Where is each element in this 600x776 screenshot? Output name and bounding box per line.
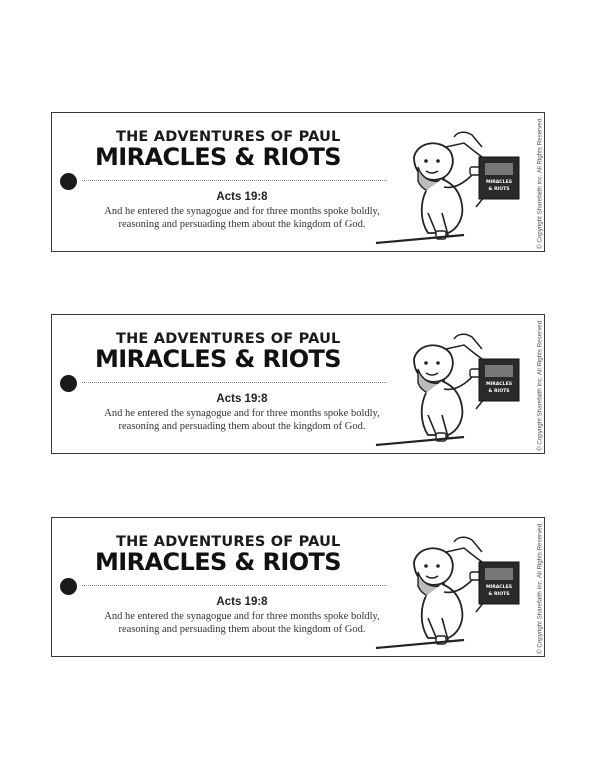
main-title: MIRACLES & RIOTS [95,548,342,576]
punch-hole [60,173,77,190]
svg-text:MIRACLES: MIRACLES [486,381,512,387]
bookmark-card-3: THE ADVENTURES OF PAUL MIRACLES & RIOTS … [51,517,545,657]
series-title: THE ADVENTURES OF PAUL [116,534,341,550]
verse-reference: Acts 19:8 [216,596,268,608]
verse-reference: Acts 19:8 [216,393,268,405]
dotted-divider [82,382,387,383]
verse-text: And he entered the synagogue and for thr… [104,611,380,635]
svg-text:& RIOTS: & RIOTS [488,186,509,192]
verse-text: And he entered the synagogue and for thr… [104,408,380,432]
paul-illustration: MIRACLES & RIOTS [375,131,520,245]
dotted-divider [82,180,387,181]
verse-reference: Acts 19:8 [216,191,268,203]
paul-illustration: MIRACLES & RIOTS [375,536,520,650]
svg-text:MIRACLES: MIRACLES [486,584,512,590]
main-title: MIRACLES & RIOTS [95,143,342,171]
series-title: THE ADVENTURES OF PAUL [116,331,341,347]
dotted-divider [82,585,387,586]
verse-text: And he entered the synagogue and for thr… [104,206,380,230]
bookmark-card-2: THE ADVENTURES OF PAUL MIRACLES & RIOTS … [51,314,545,454]
punch-hole [60,578,77,595]
punch-hole [60,375,77,392]
svg-text:& RIOTS: & RIOTS [488,388,509,394]
paul-illustration: MIRACLES & RIOTS [375,333,520,447]
main-title: MIRACLES & RIOTS [95,345,342,373]
bookmark-card-1: THE ADVENTURES OF PAUL MIRACLES & RIOTS … [51,112,545,252]
svg-text:& RIOTS: & RIOTS [488,591,509,597]
svg-text:MIRACLES: MIRACLES [486,179,512,185]
series-title: THE ADVENTURES OF PAUL [116,129,341,145]
